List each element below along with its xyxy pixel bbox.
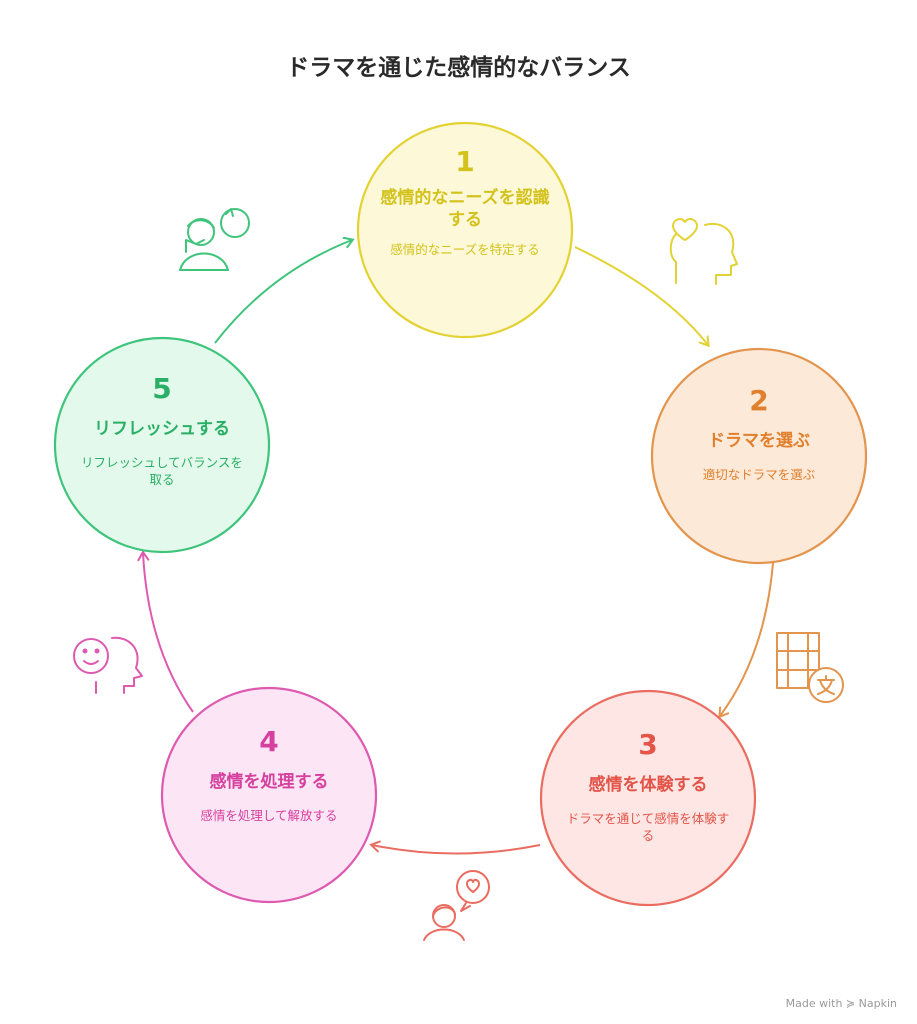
stage-4-description: 感情を処理して解放する: [200, 808, 338, 823]
stage-2-circle: [650, 347, 868, 565]
stage-5-heading: リフレッシュする: [94, 419, 230, 439]
arrow-5-to-1: [214, 236, 355, 344]
stage-4: 4 感情を処理する 感情を処理して解放する: [174, 725, 364, 824]
smiley-head-icon: [73, 636, 143, 694]
person-refresh-icon: [179, 208, 250, 271]
arrow-3-to-4: [369, 840, 541, 855]
stage-3-description: ドラマを通じて感情を体験する: [566, 811, 730, 843]
stage-3: 3 感情を体験する ドラマを通じて感情を体験する: [553, 728, 743, 844]
stage-2-heading: ドラマを選ぶ: [708, 431, 810, 451]
stage-2-description: 適切なドラマを選ぶ: [702, 467, 816, 482]
stage-4-heading: 感情を処理する: [209, 772, 329, 792]
stage-1-description: 感情的なニーズを特定する: [390, 242, 540, 257]
stage-2-number: 2: [749, 384, 769, 417]
person-heart-bubble-icon: [423, 870, 490, 941]
stage-1-circle: [356, 121, 574, 339]
arrow-4-to-5: [137, 550, 194, 713]
stage-1-number: 1: [455, 145, 475, 178]
stage-1: 1 感情的なニーズを認識する 感情的なニーズを特定する: [370, 145, 560, 258]
page-title: ドラマを通じた感情的なバランス: [286, 55, 631, 81]
stage-5-circle: [53, 336, 271, 554]
stage-4-circle: [160, 686, 378, 904]
stage-3-circle: [539, 689, 757, 907]
arrow-1-to-2: [574, 246, 710, 348]
stage-1-heading: 感情的なニーズを認識する: [380, 188, 550, 230]
napkin-credit: Made with ≽ Napkin: [785, 997, 897, 1010]
stage-4-number: 4: [259, 725, 279, 758]
film-translate-icon: [776, 632, 844, 703]
stage-3-heading: 感情を体験する: [588, 775, 708, 795]
stage-3-number: 3: [638, 728, 658, 761]
stage-5: 5 リフレッシュする リフレッシュしてバランスを取る: [67, 372, 257, 488]
stage-2: 2 ドラマを選ぶ 適切なドラマを選ぶ: [664, 384, 854, 483]
stage-5-number: 5: [152, 372, 172, 405]
arrow-2-to-3: [718, 562, 774, 719]
heart-head-icon: [669, 218, 738, 285]
stage-5-description: リフレッシュしてバランスを取る: [81, 455, 243, 487]
